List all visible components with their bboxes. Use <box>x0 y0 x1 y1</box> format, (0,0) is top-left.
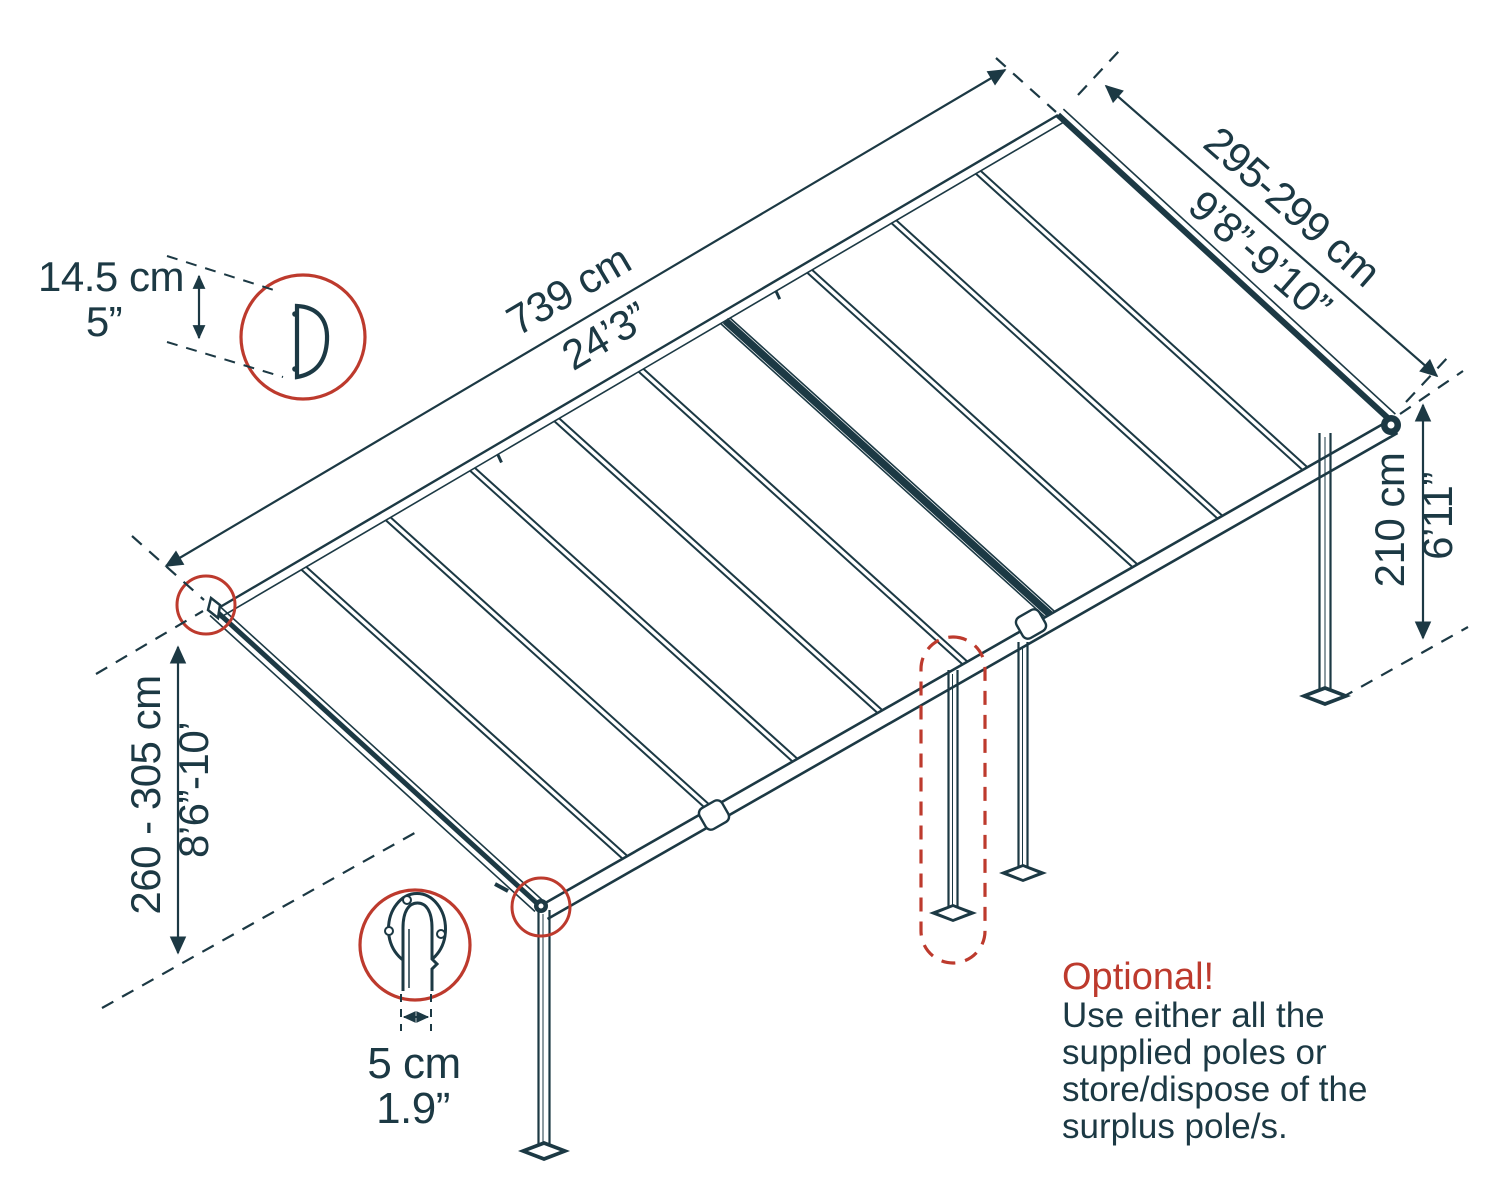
roof-left-edge <box>209 605 545 913</box>
optional-note: Optional! Use either all the supplied po… <box>1062 956 1367 1146</box>
clearance-metric-label: 210 cm <box>1366 453 1413 588</box>
detail-gutter-profile: 14.5 cm 5” <box>38 253 367 401</box>
dimension-wall-height: 260 - 305 cm 8’6”-10’ <box>95 610 421 1009</box>
post-middle-optional <box>929 670 977 922</box>
wall-height-metric-label: 260 - 305 cm <box>122 675 169 914</box>
post-right <box>1299 433 1351 706</box>
gutter-profile-icon <box>294 303 330 380</box>
dimension-depth: 295-299 cm 9’8”-9’10” <box>1077 50 1451 403</box>
wall-height-imperial-label: 8’6”-10’ <box>170 722 217 858</box>
optional-note-line: surplus pole/s. <box>1062 1107 1288 1146</box>
pole-diameter-imperial-label: 1.9” <box>376 1084 450 1133</box>
optional-note-title: Optional! <box>1062 956 1214 998</box>
pole-tube-icon <box>401 901 440 991</box>
front-left-corner-circle <box>510 876 572 938</box>
optional-note-line: supplied poles or <box>1062 1033 1327 1072</box>
roof-joint-rafter <box>720 317 1056 618</box>
roof-back-edge <box>214 113 1064 619</box>
post-middle <box>999 642 1047 882</box>
profile-height-metric-label: 14.5 cm <box>38 253 184 300</box>
post-front-left <box>518 910 570 1161</box>
gutter-sleeve-left <box>697 799 731 831</box>
gutter-beam <box>539 415 1401 921</box>
dimension-length: 739 cm 24’3” <box>131 57 1057 601</box>
pole-diameter-metric-label: 5 cm <box>367 1039 460 1088</box>
optional-pole-highlight <box>919 635 987 965</box>
detail-circle-icon <box>358 888 472 1002</box>
back-left-corner-circle <box>175 574 237 636</box>
optional-note-line: store/dispose of the <box>1062 1070 1367 1109</box>
detail-pole-top: 5 cm 1.9” <box>358 888 472 1133</box>
profile-height-imperial-label: 5” <box>86 298 122 345</box>
back-left-corner-fitting <box>206 595 222 621</box>
gutter-bracket <box>494 882 509 893</box>
dimension-pole-diameter: 5 cm 1.9” <box>367 994 461 1133</box>
gutter-sleeve-right <box>1014 608 1048 640</box>
clearance-imperial-label: 6’11” <box>1414 472 1461 560</box>
optional-note-line: Use either all the <box>1062 996 1325 1035</box>
dimension-clearance: 210 cm 6’11” <box>1340 370 1469 699</box>
